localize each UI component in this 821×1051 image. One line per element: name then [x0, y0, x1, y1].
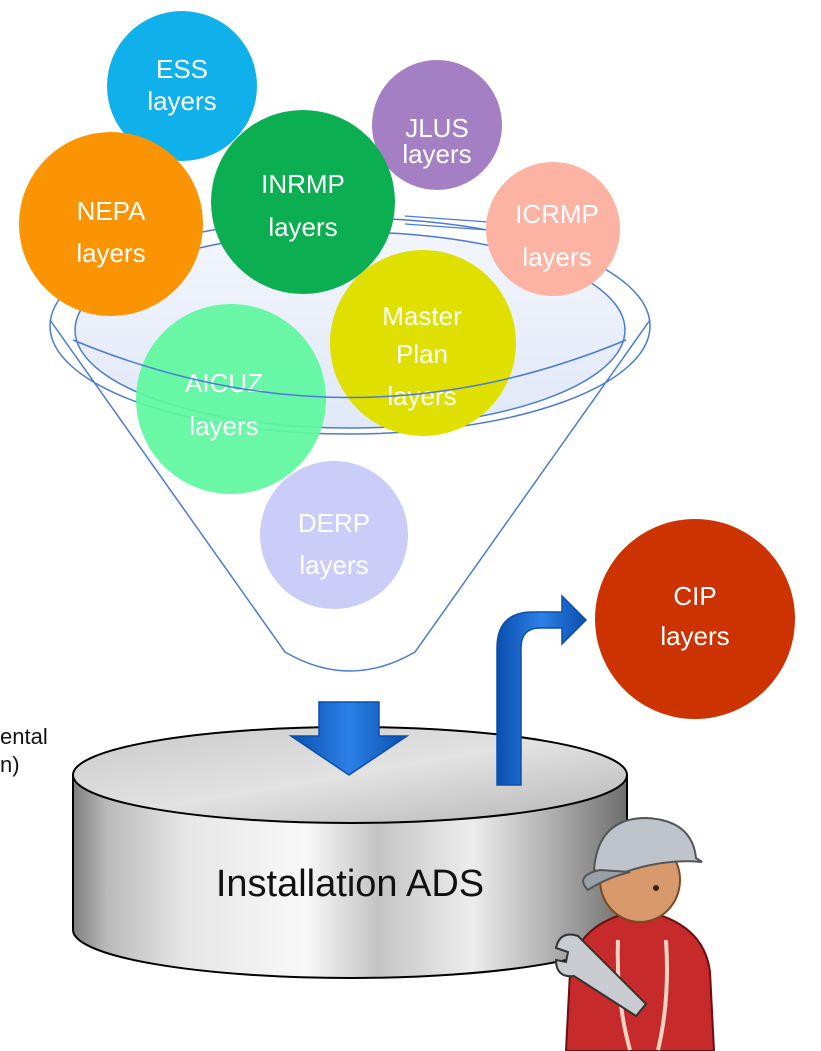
worker-eye [653, 885, 659, 891]
worker-cap [592, 816, 703, 878]
bubble-master-plan-line2: Plan [396, 339, 448, 369]
bubble-aicuz-line1: AICUZ [185, 368, 263, 398]
bubble-ess-line1: ESS [156, 54, 208, 84]
bubble-derp: DERP layers [260, 461, 408, 609]
bubble-aicuz: AICUZ layers [136, 304, 326, 494]
bubble-jlus-circle [372, 60, 502, 190]
bubble-ess-circle [107, 11, 257, 161]
bubble-nepa: NEPA layers [19, 132, 203, 316]
bubble-icrmp-line2: layers [522, 242, 591, 272]
database-label: Installation ADS [216, 863, 484, 905]
funnel-body [49, 319, 651, 672]
bubble-jlus-line2: layers [402, 139, 471, 169]
bubble-icrmp-line1: ICRMP [515, 199, 599, 229]
bubble-derp-circle [260, 461, 408, 609]
bubble-derp-line1: DERP [298, 508, 370, 538]
bubble-nepa-line1: NEPA [77, 196, 147, 226]
funnel-rim-stroke-2 [404, 223, 489, 231]
bubble-inrmp-line2: layers [268, 212, 337, 242]
bubble-ess: ESS layers [107, 11, 257, 161]
bubble-icrmp-circle [486, 162, 620, 296]
bubble-nepa-circle [19, 132, 203, 316]
bubble-inrmp-line1: INRMP [261, 169, 345, 199]
technician-with-wrench-icon [554, 816, 716, 1051]
bubble-cip-circle [595, 519, 795, 719]
down-arrow-icon [288, 701, 410, 776]
wrench-icon [554, 933, 648, 1018]
bubble-master-plan-line1: Master [382, 301, 462, 331]
funnel-rim-front [72, 339, 627, 399]
bubble-aicuz-line2: layers [189, 411, 258, 441]
left-cut-off-label: ental n) [0, 724, 48, 777]
left-label-line2: n) [0, 752, 20, 777]
bubble-aicuz-circle [136, 304, 326, 494]
bubble-inrmp-circle [211, 110, 395, 294]
bubble-nepa-line2: layers [76, 238, 145, 268]
bubble-master-plan: Master Plan layers [330, 250, 516, 436]
worker-cap-bill [582, 868, 631, 892]
bubble-master-plan-circle [330, 250, 516, 436]
bubble-icrmp: ICRMP layers [486, 162, 620, 296]
bubble-derp-line2: layers [299, 550, 368, 580]
funnel-rim-stroke [404, 215, 489, 223]
bubble-cip-line1: CIP [673, 581, 716, 611]
left-label-line1: ental [0, 724, 48, 749]
bubble-ess-line2: layers [147, 86, 216, 116]
bubble-jlus-line1: JLUS [405, 113, 469, 143]
bubble-inrmp: INRMP layers [211, 110, 395, 294]
bubble-cip: CIP layers [595, 519, 795, 719]
bubble-cip-line2: layers [660, 621, 729, 651]
bubble-jlus: JLUS layers [372, 60, 502, 190]
bent-arrow-icon [496, 594, 588, 786]
